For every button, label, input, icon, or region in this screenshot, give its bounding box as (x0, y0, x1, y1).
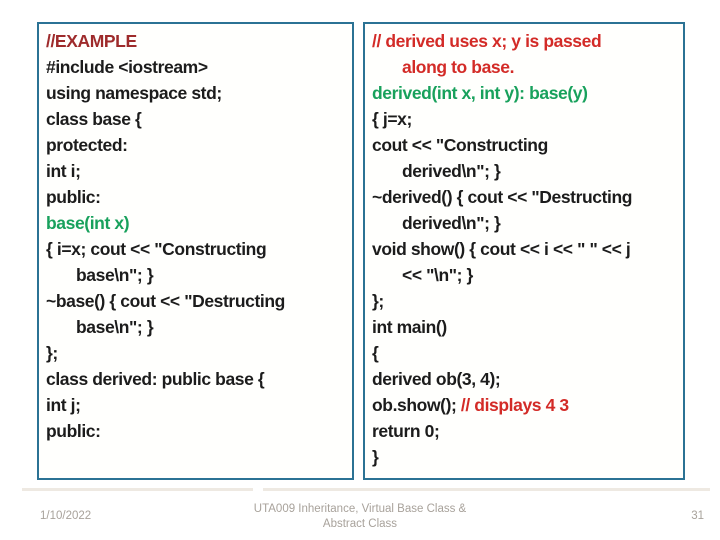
code-segment: derived ob(3, 4); (372, 369, 501, 389)
code-segment: int j; (46, 395, 81, 415)
code-line: base\n"; } (46, 314, 346, 340)
code-line: using namespace std; (46, 80, 346, 106)
code-line: protected: (46, 132, 346, 158)
footer-title-line2: Abstract Class (322, 518, 398, 530)
code-segment: // derived uses x; y is passed (372, 31, 602, 51)
code-line: return 0; (372, 418, 677, 444)
code-segment: { j=x; (372, 109, 412, 129)
code-line: ~derived() { cout << "Destructing (372, 184, 677, 210)
code-segment: ~derived() { cout << "Destructing (372, 187, 633, 207)
code-line: // derived uses x; y is passed (372, 28, 677, 54)
code-segment: int main() (372, 317, 447, 337)
code-line: #include <iostream> (46, 54, 346, 80)
code-line: derived(int x, int y): base(y) (372, 80, 677, 106)
code-line: cout << "Constructing (372, 132, 677, 158)
code-segment: }; (46, 343, 58, 363)
code-line: class derived: public base { (46, 366, 346, 392)
code-line: ob.show(); // displays 4 3 (372, 392, 677, 418)
footer: 1/10/2022 UTA009 Inheritance, Virtual Ba… (0, 498, 720, 538)
footer-title: UTA009 Inheritance, Virtual Base Class &… (160, 502, 560, 532)
left-shadow-line (22, 488, 253, 491)
code-segment: #include <iostream> (46, 57, 208, 77)
code-segment: derived(int x, int y): base(y) (372, 83, 588, 103)
footer-date: 1/10/2022 (40, 510, 92, 522)
code-line: public: (46, 184, 346, 210)
code-segment: int i; (46, 161, 81, 181)
code-line: ~base() { cout << "Destructing (46, 288, 346, 314)
code-line: << "\n"; } (372, 262, 677, 288)
code-segment: { (372, 343, 379, 363)
code-segment: cout << "Constructing (372, 135, 548, 155)
code-line: int i; (46, 158, 346, 184)
code-line: }; (46, 340, 346, 366)
right-code-box: // derived uses x; y is passed along to b… (363, 22, 685, 480)
code-line: derived ob(3, 4); (372, 366, 677, 392)
code-segment: public: (46, 187, 101, 207)
left-code-box: //EXAMPLE #include <iostream> using namesp… (37, 22, 354, 480)
code-segment: public: (46, 421, 101, 441)
code-line: base\n"; } (46, 262, 346, 288)
code-line: void show() { cout << i << " " << j (372, 236, 677, 262)
code-segment: //EXAMPLE (46, 31, 137, 51)
code-line: public: (46, 418, 346, 444)
footer-title-line1: UTA009 Inheritance, Virtual Base Class & (253, 503, 467, 515)
code-line: class base { (46, 106, 346, 132)
code-segment: base\n"; } (76, 317, 154, 337)
code-line: int main() (372, 314, 677, 340)
code-line: //EXAMPLE (46, 28, 346, 54)
code-segment: base\n"; } (76, 265, 154, 285)
code-segment: base(int x) (46, 213, 130, 233)
code-line: { (372, 340, 677, 366)
code-line: }; (372, 288, 677, 314)
code-line: } (372, 444, 677, 470)
code-segment: // displays 4 3 (460, 395, 569, 415)
code-segment: class derived: public base { (46, 369, 265, 389)
code-line: int j; (46, 392, 346, 418)
code-line: derived\n"; } (372, 210, 677, 236)
code-segment: << "\n"; } (402, 265, 473, 285)
code-segment: using namespace std; (46, 83, 222, 103)
code-line: base(int x) (46, 210, 346, 236)
code-segment: return 0; (372, 421, 440, 441)
code-segment: ob.show(); (372, 395, 461, 415)
code-line: { i=x; cout << "Constructing (46, 236, 346, 262)
code-segment: void show() { cout << i << " " << j (372, 239, 631, 259)
code-segment: derived\n"; } (402, 161, 501, 181)
code-segment: class base { (46, 109, 142, 129)
right-shadow-line (263, 488, 710, 491)
code-segment: ~base() { cout << "Destructing (46, 291, 285, 311)
code-segment: along to base. (402, 57, 515, 77)
code-segment: } (372, 447, 379, 467)
code-line: { j=x; (372, 106, 677, 132)
code-segment: }; (372, 291, 384, 311)
code-line: derived\n"; } (372, 158, 677, 184)
footer-page-number: 31 (691, 510, 704, 522)
code-line: along to base. (372, 54, 677, 80)
code-segment: protected: (46, 135, 128, 155)
code-segment: derived\n"; } (402, 213, 501, 233)
code-segment: { i=x; cout << "Constructing (46, 239, 267, 259)
